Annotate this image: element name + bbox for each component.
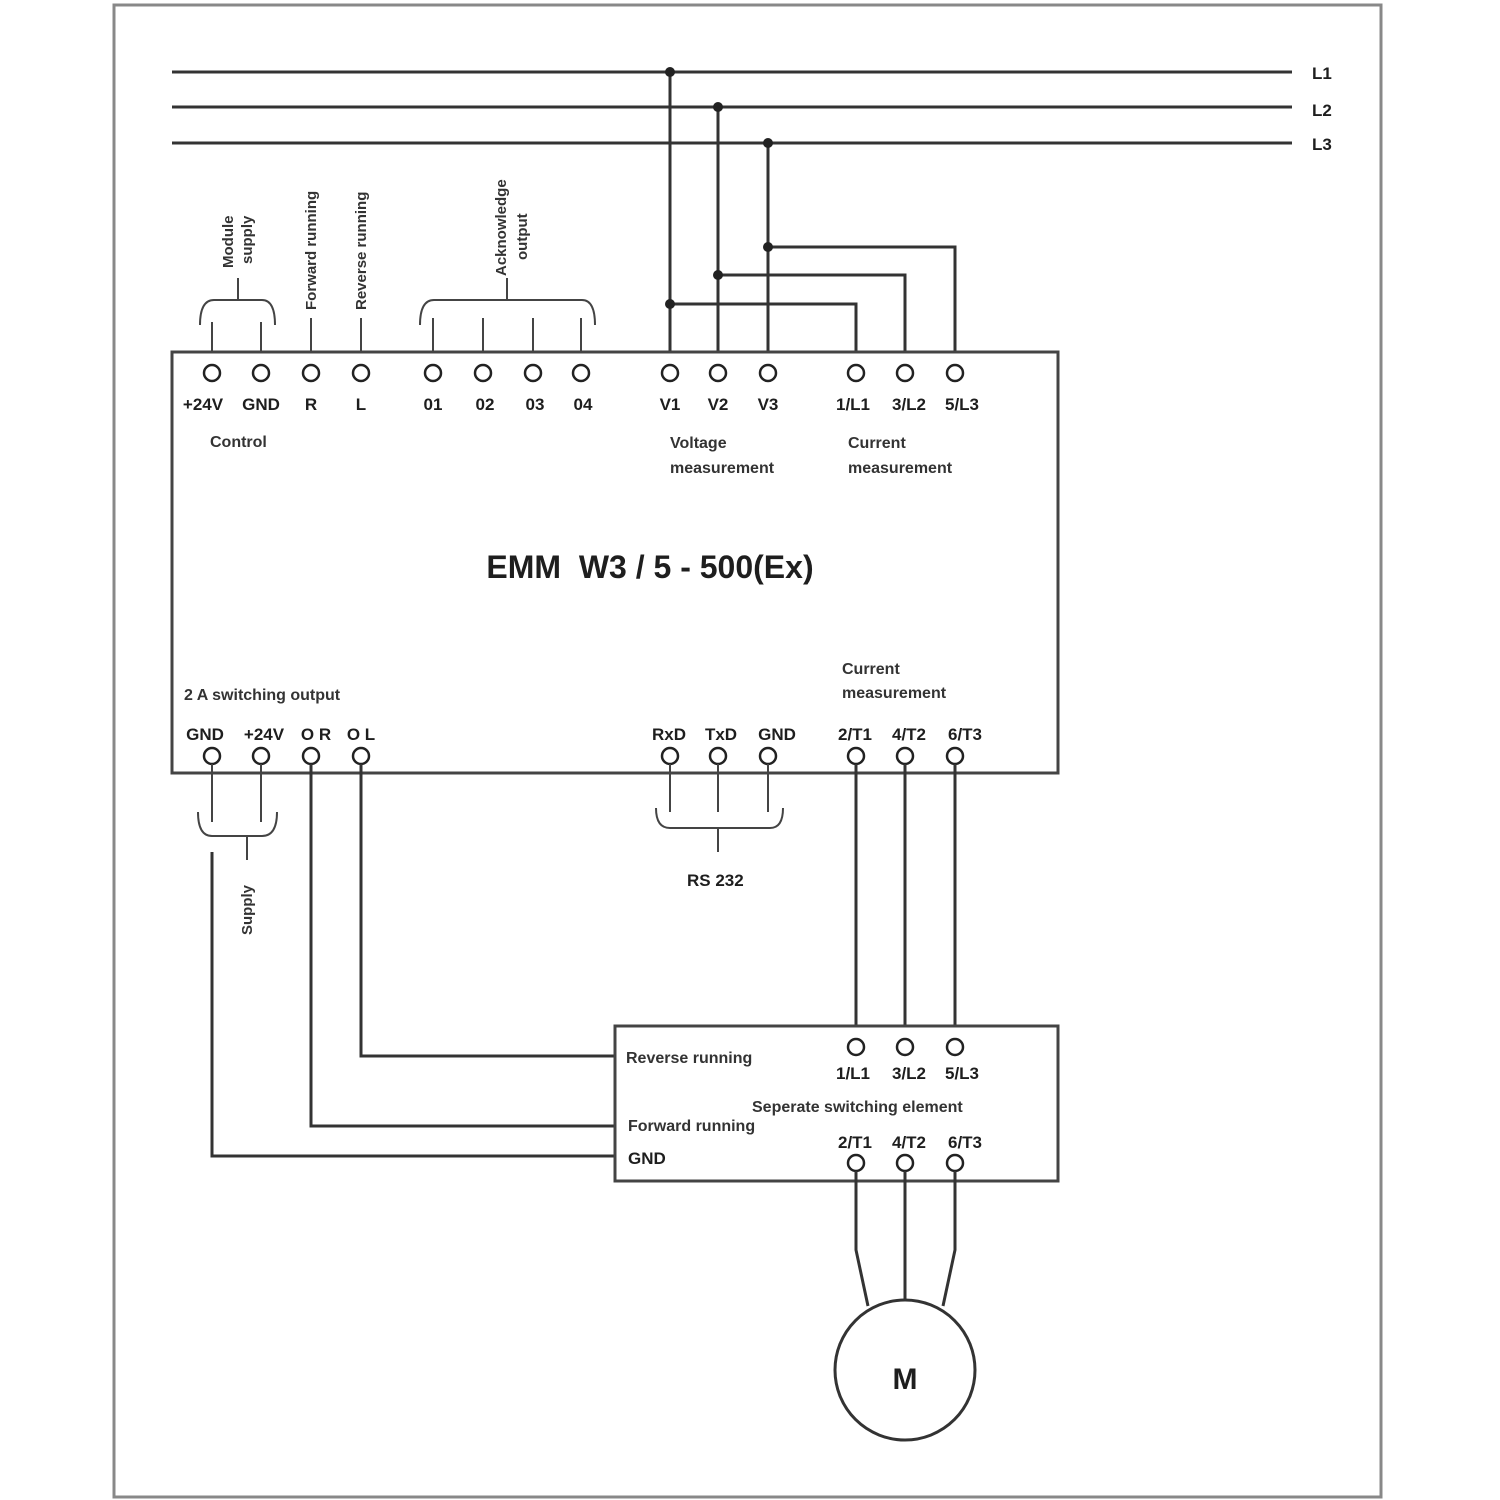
terminal-label: V1 [660, 395, 681, 414]
top-terminals [202, 363, 965, 383]
terminal-label: V2 [708, 395, 729, 414]
motor-symbol [833, 1298, 977, 1442]
terminal-label: GND [758, 725, 796, 744]
terminal-label: 1/L1 [836, 395, 870, 414]
terminal-label: 5/L3 [945, 1064, 979, 1083]
terminal-label: GND [242, 395, 280, 414]
terminal-label: 4/T2 [892, 1133, 926, 1152]
line-label-l3: L3 [1312, 135, 1332, 154]
terminal-label: 1/L1 [836, 1064, 870, 1083]
switching-bottom-terminals [846, 1153, 965, 1173]
supply-vertical-label: Supply [239, 884, 256, 935]
forward-running-label: Forward running [628, 1118, 755, 1135]
bottom-terminal-labels: GND +24V O R O L RxD TxD GND 2/T1 4/T2 6… [186, 725, 982, 744]
terminal-label: +24V [183, 395, 224, 414]
terminal-label: 3/L2 [892, 395, 926, 414]
current-output-wiring [854, 764, 957, 1038]
switching-top-labels: 1/L1 3/L2 5/L3 [836, 1064, 979, 1083]
rs232-label: RS 232 [687, 871, 744, 890]
module-supply-label-2: supply [239, 215, 256, 264]
switching-top-terminals [846, 1037, 965, 1057]
terminal-label: R [305, 395, 317, 414]
terminal-label: O R [301, 725, 331, 744]
module-supply-label: Module [220, 216, 237, 269]
terminal-label: 2/T1 [838, 725, 872, 744]
reverse-running-vertical-label: Reverse running [353, 192, 370, 310]
control-label: Control [210, 434, 267, 451]
terminal-label: 4/T2 [892, 725, 926, 744]
voltage-measurement-label-2: measurement [670, 460, 775, 477]
terminal-label: V3 [758, 395, 779, 414]
switching-element-title: Seperate switching element [752, 1099, 963, 1116]
terminal-label: 6/T3 [948, 1133, 982, 1152]
motor-wiring [854, 1171, 957, 1307]
terminal-label: L [356, 395, 366, 414]
terminal-label: 2/T1 [838, 1133, 872, 1152]
line-label-l1: L1 [1312, 64, 1332, 83]
switching-output-label: 2 A switching output [184, 687, 341, 704]
current-measurement-label-bottom-2: measurement [842, 685, 947, 702]
terminal-label: O L [347, 725, 375, 744]
measurement-wiring [665, 67, 957, 364]
reverse-running-label: Reverse running [626, 1050, 752, 1067]
current-measurement-label-top-2: measurement [848, 460, 953, 477]
module-title: EMM W3 / 5 - 500(Ex) [486, 549, 813, 585]
motor-label: M [893, 1363, 918, 1396]
control-wiring [199, 278, 596, 364]
terminal-label: 03 [526, 395, 545, 414]
current-measurement-label-top: Current [848, 435, 906, 452]
terminal-label: TxD [705, 725, 737, 744]
terminal-label: 01 [424, 395, 443, 414]
supply-wiring [197, 764, 615, 1158]
gnd-label: GND [628, 1149, 666, 1168]
supply-lines: L1 L2 L3 [172, 64, 1332, 154]
emm-module [170, 350, 1060, 775]
switching-element [613, 1024, 1060, 1183]
switching-bottom-labels: 2/T1 4/T2 6/T3 [838, 1133, 982, 1152]
top-terminal-labels: +24V GND R L 01 02 03 04 V1 V2 V3 1/L1 3… [183, 395, 979, 414]
acknowledge-output-label-2: output [514, 213, 531, 260]
terminal-label: RxD [652, 725, 686, 744]
forward-running-vertical-label: Forward running [303, 191, 320, 310]
terminal-label: +24V [244, 725, 285, 744]
acknowledge-output-label: Acknowledge [493, 179, 510, 276]
terminal-label: 02 [476, 395, 495, 414]
terminal-label: 6/T3 [948, 725, 982, 744]
terminal-label: 3/L2 [892, 1064, 926, 1083]
rs232-wiring [655, 764, 784, 852]
current-measurement-label-bottom: Current [842, 661, 900, 678]
terminal-label: GND [186, 725, 224, 744]
terminal-label: 04 [574, 395, 593, 414]
voltage-measurement-label: Voltage [670, 435, 727, 452]
line-label-l2: L2 [1312, 101, 1332, 120]
diagram-frame [112, 3, 1383, 1499]
terminal-label: 5/L3 [945, 395, 979, 414]
